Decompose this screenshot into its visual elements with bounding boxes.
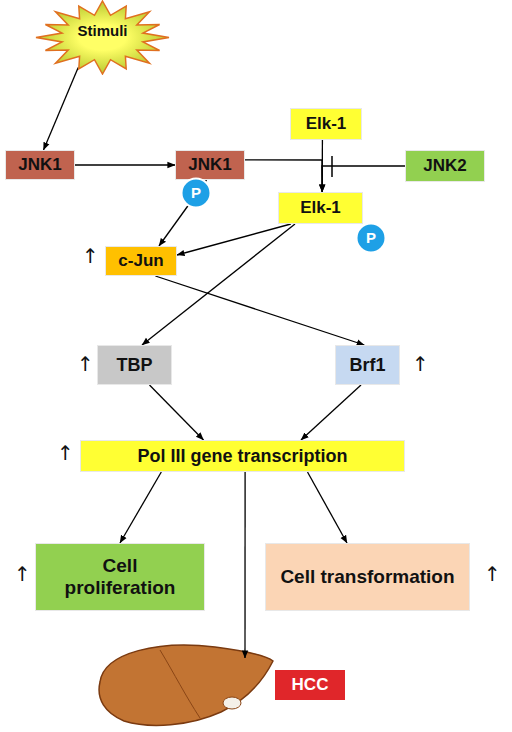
node-label: Pol III gene transcription bbox=[137, 446, 347, 467]
node-label: Cell proliferation bbox=[36, 555, 204, 599]
node-label: JNK1 bbox=[18, 155, 61, 175]
kinase-box: JNK1 bbox=[5, 150, 75, 180]
factor-box: TBP bbox=[97, 345, 172, 385]
increase-arrow: ↑ bbox=[484, 562, 501, 586]
increase-arrow: ↑ bbox=[14, 562, 31, 586]
gallbladder bbox=[223, 697, 241, 709]
node-label: Elk-1 bbox=[300, 198, 341, 218]
activation-arrow bbox=[245, 160, 322, 192]
activation-arrow bbox=[322, 140, 323, 192]
phospho-label: P bbox=[191, 184, 201, 201]
phospho-label: P bbox=[366, 229, 376, 246]
activation-arrow bbox=[244, 472, 245, 658]
node-label: Brf1 bbox=[349, 355, 385, 376]
inhibition-line bbox=[322, 166, 405, 192]
activation-arrow bbox=[177, 224, 291, 255]
kinase-box: JNK2 bbox=[405, 150, 485, 182]
node-label: JNK1 bbox=[188, 155, 231, 175]
node-label: c-Jun bbox=[118, 251, 163, 271]
protein-box: c-Jun bbox=[105, 246, 177, 276]
activation-arrow bbox=[155, 276, 364, 345]
node-label: JNK2 bbox=[423, 156, 466, 176]
kinase-box: JNK1 bbox=[175, 150, 245, 180]
liver-node: HCC bbox=[95, 658, 345, 728]
activation-arrow bbox=[142, 224, 295, 345]
increase-arrow: ↑ bbox=[57, 441, 74, 465]
activation-arrow bbox=[44, 68, 79, 151]
activation-arrow bbox=[308, 472, 348, 543]
outcome-box: Cell transformation bbox=[265, 543, 470, 611]
liver-shape bbox=[99, 645, 273, 725]
process-box: Pol III gene transcription bbox=[80, 440, 405, 472]
activation-arrow bbox=[120, 472, 161, 543]
stimuli-burst: Stimuli bbox=[35, 0, 170, 75]
activation-arrow bbox=[75, 164, 175, 165]
activation-arrow bbox=[301, 385, 361, 440]
protein-box: Elk-1 bbox=[290, 108, 362, 140]
activation-arrow bbox=[150, 385, 204, 440]
node-label: HCC bbox=[275, 670, 345, 700]
factor-box: Brf1 bbox=[335, 345, 400, 385]
phospho-circle: P bbox=[180, 177, 212, 209]
increase-arrow: ↑ bbox=[77, 352, 94, 376]
node-label: TBP bbox=[117, 355, 153, 376]
increase-arrow: ↑ bbox=[412, 352, 429, 376]
outcome-box: Cell proliferation bbox=[35, 543, 205, 611]
phospho-circle: P bbox=[355, 222, 387, 254]
increase-arrow: ↑ bbox=[82, 244, 99, 268]
protein-box: Elk-1 bbox=[278, 192, 363, 224]
liver-lobe-line bbox=[160, 650, 200, 718]
node-label: Stimuli bbox=[77, 22, 127, 39]
node-label: Cell transformation bbox=[268, 566, 466, 588]
node-label: Elk-1 bbox=[306, 114, 347, 134]
inhibition-bar bbox=[331, 156, 333, 177]
